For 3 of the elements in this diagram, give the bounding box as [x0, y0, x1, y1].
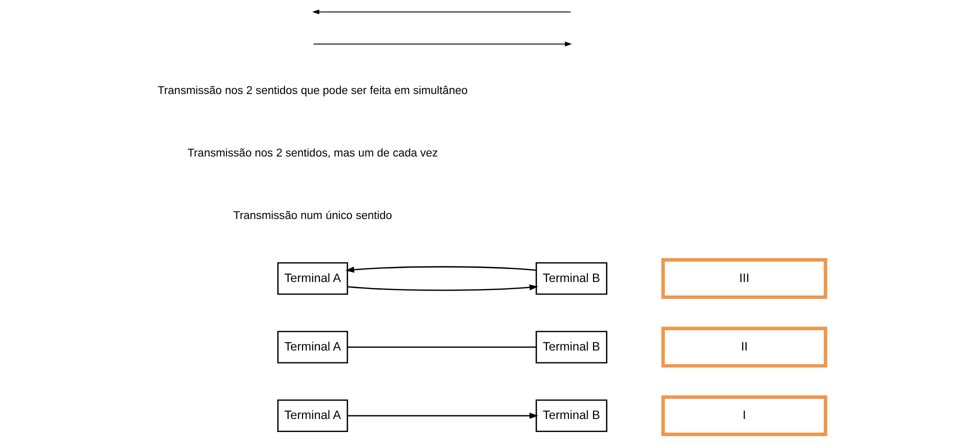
- label: Transmissão nos 2 sentidos que pode ser feita em simultâneo: [157, 84, 468, 97]
- label: Transmissão nos 2 sentidos, mas um de cada vez: [186, 147, 438, 160]
- label: Transmissão num único sentido: [232, 210, 392, 222]
